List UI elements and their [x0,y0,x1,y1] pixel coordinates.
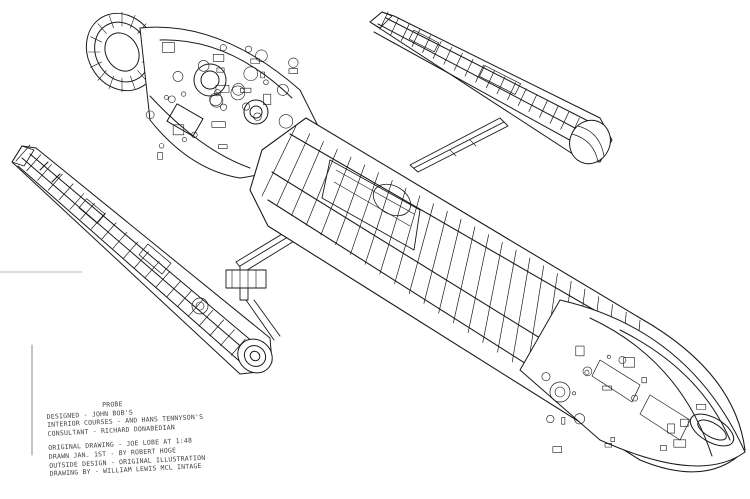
engine-machinery [145,42,299,166]
cockpit-interior [541,345,707,453]
right-nacelle [369,11,613,165]
left-nacelle [11,144,273,375]
right-nacelle-ribs [379,11,591,142]
cockpit-nose [519,299,746,467]
credits-block: PROBE DESIGNED - JOHN BOB'S INTERIOR COU… [46,396,206,479]
